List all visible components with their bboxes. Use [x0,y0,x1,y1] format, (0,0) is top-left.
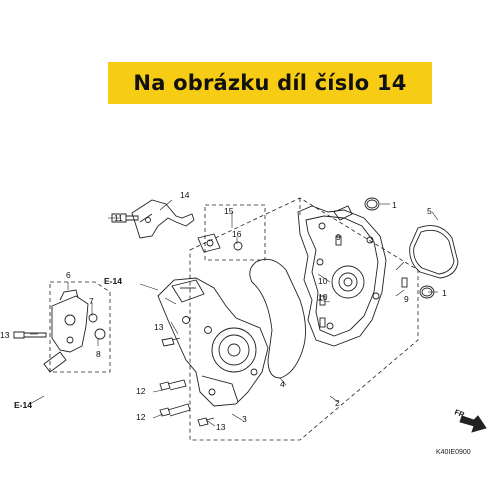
callout-13-left: 13 [0,330,10,340]
callout-10-lower: 10 [318,292,328,302]
o-ring-part-1-upper [364,197,380,211]
callout-13-center: 13 [154,322,164,332]
callout-10-upper: 10 [318,276,328,286]
callout-14: 14 [180,190,190,200]
callout-3: 3 [242,414,247,424]
callout-12-lower: 12 [136,412,146,422]
pump-cover [157,277,269,407]
o-ring-part-7 [88,313,98,323]
callout-13-lower: 13 [216,422,226,432]
callout-2: 2 [335,398,340,408]
o-ring-part-1-lower [419,285,435,299]
washer-part-16 [233,241,243,251]
bolt-part-11 [111,213,139,223]
bolt-part-13-center [161,337,181,347]
bolt-part-12-lower [159,403,191,417]
diagram-code: K40IE0900 [436,449,471,456]
callout-6: 6 [66,270,71,280]
part-number-banner: Na obrázku díl číslo 14 [108,62,432,104]
callout-15: 15 [224,206,234,216]
sensor-part-15 [197,233,221,253]
callout-12-upper: 12 [136,386,146,396]
banner-text: Na obrázku díl číslo 14 [133,71,407,95]
water-pump-housing [297,205,387,347]
callout-9-upper: 9 [336,232,341,242]
group-outline-cover [204,204,266,261]
callout-4: 4 [280,379,285,389]
callout-1-upper: 1 [392,200,397,210]
leader-lines [29,199,439,427]
callout-8: 8 [96,349,101,359]
callout-7: 7 [89,296,94,306]
stay-bracket-part-14 [131,199,195,239]
bolt-part-12-upper [159,379,187,391]
front-direction-label: FR. [453,407,467,420]
callout-5: 5 [427,206,432,216]
bolt-part-13-lower [197,417,215,427]
callout-1-lower: 1 [442,288,447,298]
callout-11: 11 [114,213,123,223]
reference-e14-lower: E-14 [14,400,32,410]
seal-part-4 [249,258,306,379]
dowel-pins [319,235,408,328]
group-outline-main [189,197,419,441]
o-ring-part-8 [94,328,106,340]
callout-9-lower: 9 [404,294,409,304]
callout-16: 16 [232,229,242,239]
bolt-part-13-left [13,331,47,339]
front-direction-arrow [459,415,487,433]
reference-e14-upper: E-14 [104,276,122,286]
group-outline-thermostat [49,281,111,373]
gasket-part-5 [409,225,459,279]
thermostat-housing-part-6 [43,289,89,373]
callout-numbers: 14 11 15 16 1 1 5 9 9 10 10 6 7 8 13 13 … [0,190,471,456]
